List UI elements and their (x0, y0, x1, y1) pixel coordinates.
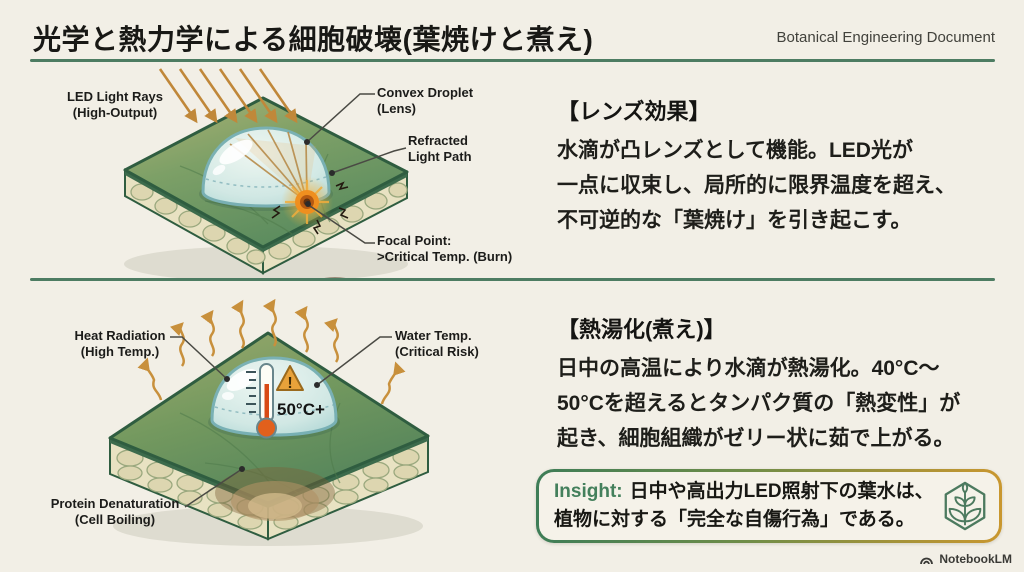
label-focal-point: Focal Point: >Critical Temp. (Burn) (377, 233, 537, 265)
label-line: (Critical Risk) (395, 343, 479, 359)
insight-label: Insight: (554, 481, 623, 502)
led-ray-arrows (158, 68, 298, 124)
insight-line: 日中や高出力LED照射下の葉水は、 (629, 481, 934, 502)
crack-marks (271, 181, 349, 235)
body-line: 不可逆的な「葉焼け」を引き起こす。 (557, 209, 912, 232)
label-line: Convex Droplet (377, 85, 474, 100)
label-line: Heat Radiation (74, 328, 166, 343)
insight-text: Insight: 日中や高出力LED照射下の葉水は、 植物に対する「完全な自傷行為… (554, 478, 934, 534)
body-line: 起き、細胞組織がゼリー状に茹で上がる。 (557, 427, 955, 450)
label-protein-denaturation: Protein Denaturation (Cell Boiling) (35, 496, 195, 528)
body-line: 日中の高温により水滴が熱湯化。40°C〜 (557, 357, 940, 380)
label-line: (Lens) (377, 100, 416, 116)
lens-section-body: 水滴が凸レンズとして機能。LED光が 一点に収束し、局所的に限界温度を超え、 不… (557, 133, 956, 238)
document-type-label: Botanical Engineering Document (776, 29, 995, 46)
label-line: Light Path (408, 148, 472, 164)
label-line: (High-Output) (72, 104, 158, 120)
body-line: 50°Cを超えるとタンパク質の「熱変性」が (557, 392, 961, 415)
callout-lines (304, 93, 407, 244)
label-line: Refracted (408, 133, 468, 148)
label-water-temp: Water Temp. (Critical Risk) (395, 328, 515, 360)
label-convex-droplet: Convex Droplet (Lens) (377, 85, 507, 117)
droplet-temp-value: 50°C+ (277, 400, 325, 419)
body-line: 水滴が凸レンズとして機能。LED光が (557, 139, 913, 162)
label-line: (High Temp.) (80, 343, 160, 359)
page-title: 光学と熱力学による細胞破壊(葉焼けと煮え) (33, 24, 594, 55)
insight-line: 植物に対する「完全な自傷行為」である。 (554, 509, 915, 530)
lens-effect-illustration (123, 68, 409, 280)
label-line: >Critical Temp. (Burn) (377, 248, 513, 264)
label-led-light-rays: LED Light Rays (High-Output) (50, 89, 180, 121)
notebooklm-logo-icon (920, 557, 934, 564)
section-divider (30, 278, 995, 281)
label-refracted-light-path: Refracted Light Path (408, 133, 508, 165)
callout-lines (170, 336, 392, 508)
warning-icon: ! (276, 365, 304, 392)
label-line: Water Temp. (395, 328, 472, 343)
protein-denaturation-zone (215, 467, 335, 521)
body-line: 一点に収束し、局所的に限界温度を超え、 (557, 174, 956, 197)
boil-section-body: 日中の高温により水滴が熱湯化。40°C〜 50°Cを超えるとタンパク質の「熱変性… (557, 351, 960, 456)
boiling-illustration: ! 50°C+ (108, 298, 430, 546)
plant-badge-icon (944, 481, 986, 531)
insight-box: Insight: 日中や高出力LED照射下の葉水は、 植物に対する「完全な自傷行為… (536, 469, 1002, 543)
label-line: (Cell Boiling) (74, 511, 156, 527)
label-heat-radiation: Heat Radiation (High Temp.) (55, 328, 185, 360)
warning-mark: ! (287, 375, 292, 392)
notebooklm-brand-text: NotebookLM (939, 552, 1012, 566)
heat-wave-arrows (137, 298, 406, 405)
notebooklm-branding: NotebookLM (919, 552, 1012, 566)
label-line: LED Light Rays (66, 89, 164, 104)
boil-section-heading: 【熱湯化(煮え)】 (557, 317, 726, 342)
label-line: Protein Denaturation (50, 496, 180, 511)
hot-water-droplet: ! 50°C+ (208, 356, 340, 440)
lens-section-heading: 【レンズ効果】 (557, 99, 711, 124)
label-line: Focal Point: (377, 233, 452, 248)
thermometer-icon (246, 363, 277, 439)
title-underline (30, 59, 995, 62)
